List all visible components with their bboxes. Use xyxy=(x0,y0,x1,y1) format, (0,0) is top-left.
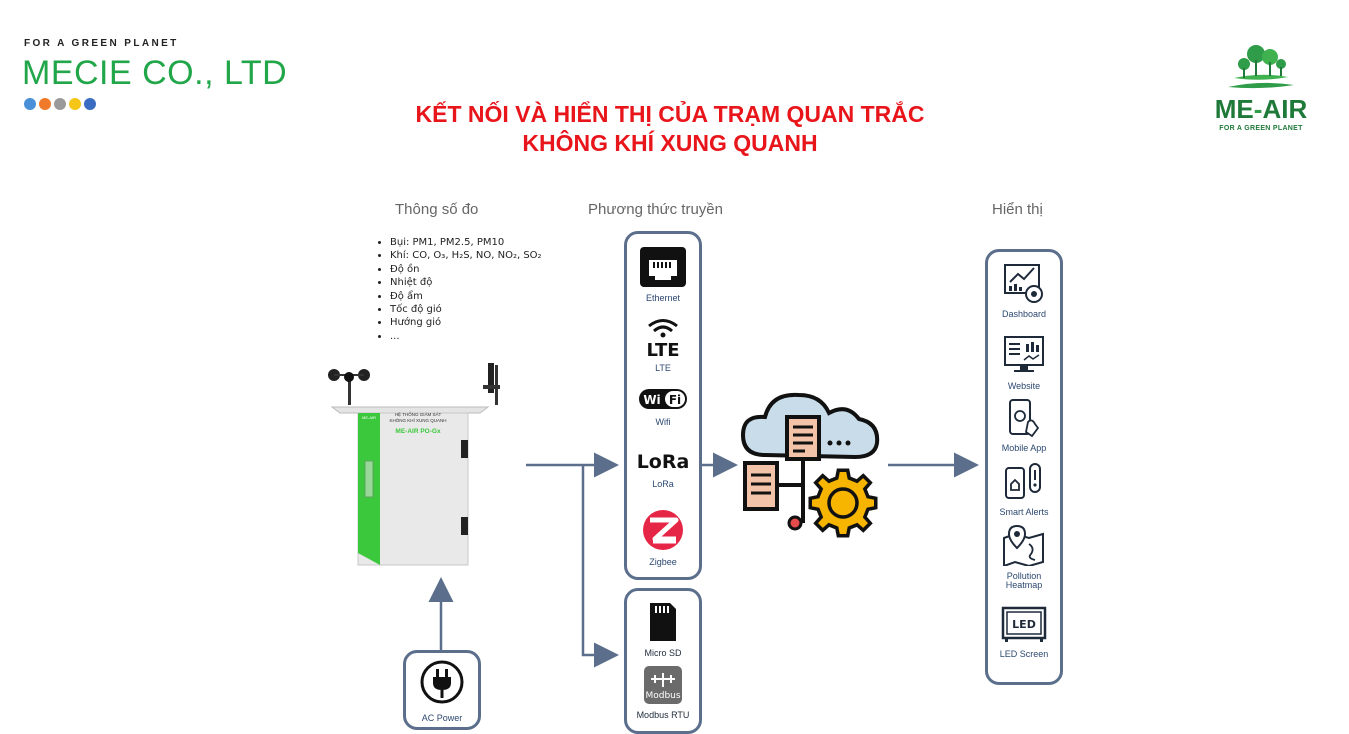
brand-dot xyxy=(54,98,66,110)
param-list: Bụi: PM1, PM2.5, PM10 Khí: CO, O₃, H₂S, … xyxy=(372,236,542,343)
display-heading: Hiển thị xyxy=(992,201,1043,218)
param-item: ... xyxy=(390,330,542,343)
micro-sd-item: Micro SD xyxy=(627,601,699,658)
brand-dot xyxy=(84,98,96,110)
me-air-logo-trees-icon xyxy=(1228,45,1294,89)
lte-item: LTE LTE xyxy=(627,314,699,373)
brand-dot xyxy=(69,98,81,110)
mobile-app-label: Mobile App xyxy=(1001,443,1047,453)
lora-item: LoRa LoRa xyxy=(627,446,699,489)
wifi-icon-text-b: Fi xyxy=(669,393,681,407)
title-line-1: KẾT NỐI VÀ HIỂN THỊ CỦA TRẠM QUAN TRẮC xyxy=(415,101,925,127)
panel-line-1: HỆ THỐNG GIÁM SÁT xyxy=(395,410,442,417)
lte-icon: LTE xyxy=(646,319,680,361)
ethernet-icon xyxy=(640,247,686,287)
power-plug-icon xyxy=(420,660,464,704)
cloud-server-icon xyxy=(740,392,880,538)
company-name: MECIE CO., LTD xyxy=(22,54,288,92)
modbus-icon-text: Modbus xyxy=(645,691,680,701)
zigbee-label: Zigbee xyxy=(649,557,677,567)
param-item: Tốc độ gió xyxy=(390,303,542,316)
param-item: Hướng gió xyxy=(390,316,542,329)
param-item: Độ ẩm xyxy=(390,290,542,303)
pollution-heatmap-label-2: Heatmap xyxy=(1005,580,1043,590)
led-screen-icon: LED xyxy=(1001,606,1047,642)
brand-dot xyxy=(39,98,51,110)
station-brand: ME-AIR xyxy=(362,415,376,420)
website-icon xyxy=(1004,336,1044,372)
lte-icon-text: LTE xyxy=(646,340,679,358)
smart-alerts-label: Smart Alerts xyxy=(999,507,1049,517)
brand-dot xyxy=(24,98,36,110)
led-screen-label: LED Screen xyxy=(999,649,1049,659)
wifi-icon-text-a: Wi xyxy=(643,393,660,407)
led-icon-text: LED xyxy=(1012,618,1036,631)
title-line-2: KHÔNG KHÍ XUNG QUANH xyxy=(522,130,818,156)
dashboard-icon xyxy=(1004,264,1043,303)
logo-me: ME xyxy=(1214,94,1254,124)
panel-line-2: KHÔNG KHÍ XUNG QUANH xyxy=(389,417,446,423)
param-item: Độ ồn xyxy=(390,263,542,276)
micro-sd-label: Micro SD xyxy=(644,648,682,658)
wifi-icon: Wi Fi xyxy=(639,389,687,409)
wireless-transmission-box: Ethernet LTE LTE Wi Fi Wifi LoRa LoRa Zi… xyxy=(624,231,702,580)
mobile-app-item: Mobile App xyxy=(988,398,1060,453)
transmission-heading: Phương thức truyền xyxy=(588,201,723,218)
ac-power-label: AC Power xyxy=(421,713,463,723)
pollution-heatmap-item: Pollution Heatmap xyxy=(988,524,1060,590)
zigbee-icon xyxy=(643,510,683,550)
lora-icon-text: LoRa xyxy=(637,451,689,473)
micro-sd-icon xyxy=(650,603,676,641)
smart-alerts-item: Smart Alerts xyxy=(988,462,1060,517)
logo-air: AIR xyxy=(1262,94,1308,124)
dashboard-label: Dashboard xyxy=(1001,309,1047,319)
modbus-icon: Modbus xyxy=(644,666,682,704)
param-item: Bụi: PM1, PM2.5, PM10 xyxy=(390,236,542,249)
page-title: KẾT NỐI VÀ HIỂN THỊ CỦA TRẠM QUAN TRẮC K… xyxy=(320,100,1020,158)
mobile-app-icon xyxy=(1009,399,1040,438)
modbus-item: Modbus Modbus RTU xyxy=(627,665,699,720)
tagline: FOR A GREEN PLANET xyxy=(24,38,179,49)
lte-label: LTE xyxy=(655,363,671,373)
brand-dots xyxy=(24,98,96,110)
modbus-label: Modbus RTU xyxy=(636,710,690,720)
logo-dash: - xyxy=(1253,94,1263,124)
display-box: Dashboard Website Mobile App Smart Alert… xyxy=(985,249,1063,685)
logo-tagline: FOR A GREEN PLANET xyxy=(1219,125,1303,132)
zigbee-item: Zigbee xyxy=(627,508,699,567)
website-label: Website xyxy=(1007,381,1041,391)
wifi-item: Wi Fi Wifi xyxy=(627,386,699,427)
logo-name: ME-AIR xyxy=(1196,94,1326,125)
led-screen-item: LED LED Screen xyxy=(988,606,1060,659)
smart-alerts-icon xyxy=(1005,463,1041,499)
dashboard-item: Dashboard xyxy=(988,262,1060,319)
ac-power-box: AC Power xyxy=(403,650,481,730)
monitoring-station-icon: HỆ THỐNG GIÁM SÁT KHÔNG KHÍ XUNG QUANH M… xyxy=(328,363,500,566)
website-item: Website xyxy=(988,334,1060,391)
lora-icon: LoRa xyxy=(637,451,690,473)
params-heading: Thông số đo xyxy=(395,201,479,218)
pollution-heatmap-icon xyxy=(1003,524,1044,568)
wifi-label: Wifi xyxy=(655,417,671,427)
param-item: Khí: CO, O₃, H₂S, NO, NO₂, SO₂ xyxy=(390,249,542,262)
param-item: Nhiệt độ xyxy=(390,276,542,289)
pollution-heatmap-label-1: Pollution xyxy=(1006,571,1042,581)
station-model: ME-AIR PO-Gx xyxy=(395,428,441,435)
lora-label: LoRa xyxy=(652,479,674,489)
wired-transmission-box: Micro SD Modbus Modbus RTU xyxy=(624,588,702,734)
ethernet-label: Ethernet xyxy=(645,293,681,303)
ethernet-item: Ethernet xyxy=(627,246,699,303)
